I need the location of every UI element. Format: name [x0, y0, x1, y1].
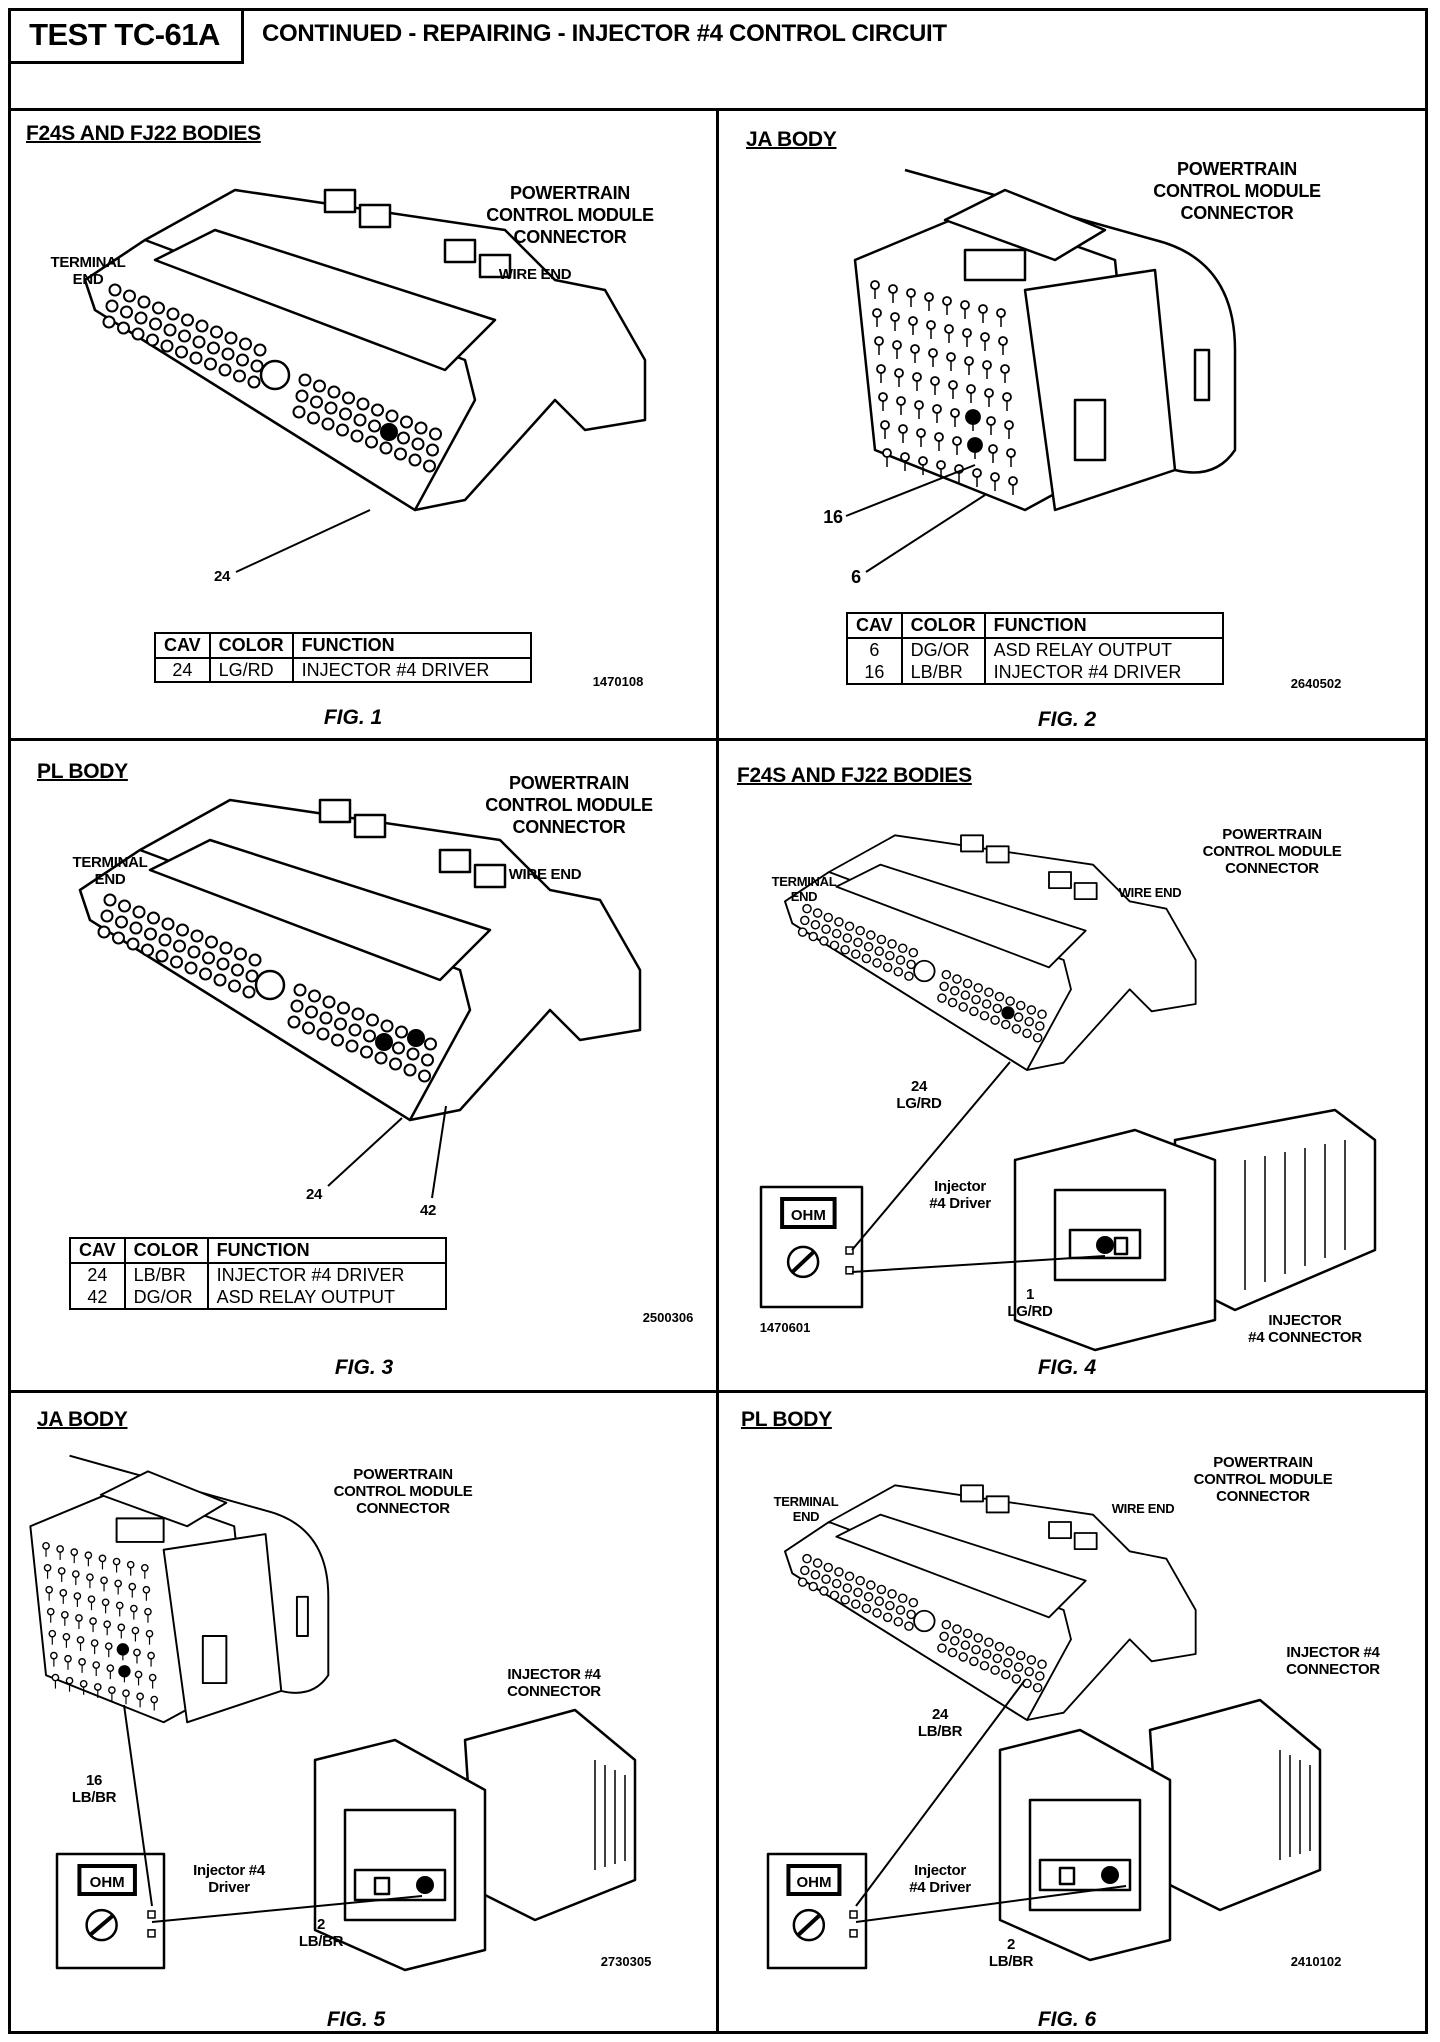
part-number: 2730305: [600, 1954, 652, 1969]
figure-title: JA BODY: [746, 128, 837, 151]
pcm-connector-drawing: [784, 834, 1197, 1071]
cavity-callout: 6: [851, 567, 861, 587]
figure-caption: FIG. 4: [1037, 1356, 1097, 1379]
figure-caption: FIG. 6: [1037, 2008, 1097, 2031]
meter-display-text: OHM: [791, 1207, 826, 1224]
part-number: 2410102: [1290, 1954, 1342, 1969]
test-id: TEST TC-61A: [8, 8, 244, 64]
injector-connector-drawing: [1013, 1108, 1377, 1352]
part-number: 1470108: [592, 674, 644, 689]
injector-connector-label: INJECTOR#4 CONNECTOR: [1248, 1312, 1362, 1346]
cavity-callout: 42: [419, 1202, 437, 1219]
pcm-connector-drawing: [784, 1484, 1197, 1721]
part-number: 1470601: [759, 1320, 811, 1335]
figure-caption: FIG. 1: [323, 706, 383, 729]
figure-title: PL BODY: [37, 760, 128, 783]
figure-title: PL BODY: [741, 1408, 832, 1431]
ja-connector-drawing: [29, 1454, 330, 1724]
figure-title: F24S AND FJ22 BODIES: [737, 764, 972, 787]
leader-line: [327, 1105, 447, 1199]
ohmmeter[interactable]: OHM: [759, 1185, 864, 1309]
wire-end-label: WIRE END: [1111, 1501, 1175, 1516]
ohmmeter[interactable]: OHM: [55, 1852, 166, 1970]
leader-line: [235, 509, 371, 573]
part-number: 2640502: [1290, 676, 1342, 691]
part-number: 2500306: [642, 1310, 694, 1325]
test-lead: [851, 1061, 1106, 1273]
injector-connector-drawing: [998, 1698, 1322, 1962]
test-lead: [123, 1704, 423, 1923]
driver-label: Injector#4 Driver: [929, 1178, 991, 1212]
figure-caption: FIG. 2: [1037, 708, 1097, 731]
injector-connector-drawing: [313, 1708, 637, 1972]
cavity-callout: 24: [213, 568, 231, 585]
figure-caption: FIG. 5: [326, 2008, 386, 2031]
ja-connector-drawing: [853, 168, 1237, 512]
figure-title: F24S AND FJ22 BODIES: [26, 122, 261, 145]
wire-end-label: WIRE END: [508, 866, 582, 883]
pcm-connector-drawing: [78, 798, 642, 1122]
wire-end-label: WIRE END: [1118, 885, 1182, 900]
wire-end-label: WIRE END: [498, 266, 572, 283]
page-title: CONTINUED - REPAIRING - INJECTOR #4 CONT…: [262, 20, 947, 47]
figure-caption: FIG. 3: [334, 1356, 394, 1379]
figure-title: JA BODY: [37, 1408, 128, 1431]
test-lead: [855, 1679, 1127, 1923]
meter-display-text: OHM: [90, 1874, 125, 1891]
pcm-connector-drawing: [83, 188, 647, 512]
driver-label: Injector#4 Driver: [909, 1862, 971, 1896]
ohmmeter[interactable]: OHM: [766, 1852, 868, 1970]
meter-display-text: OHM: [796, 1874, 831, 1891]
divider: [716, 108, 719, 2034]
leader-line: [845, 464, 986, 573]
cavity-callout: 16: [823, 507, 843, 527]
cavity-callout: 24: [305, 1186, 323, 1203]
